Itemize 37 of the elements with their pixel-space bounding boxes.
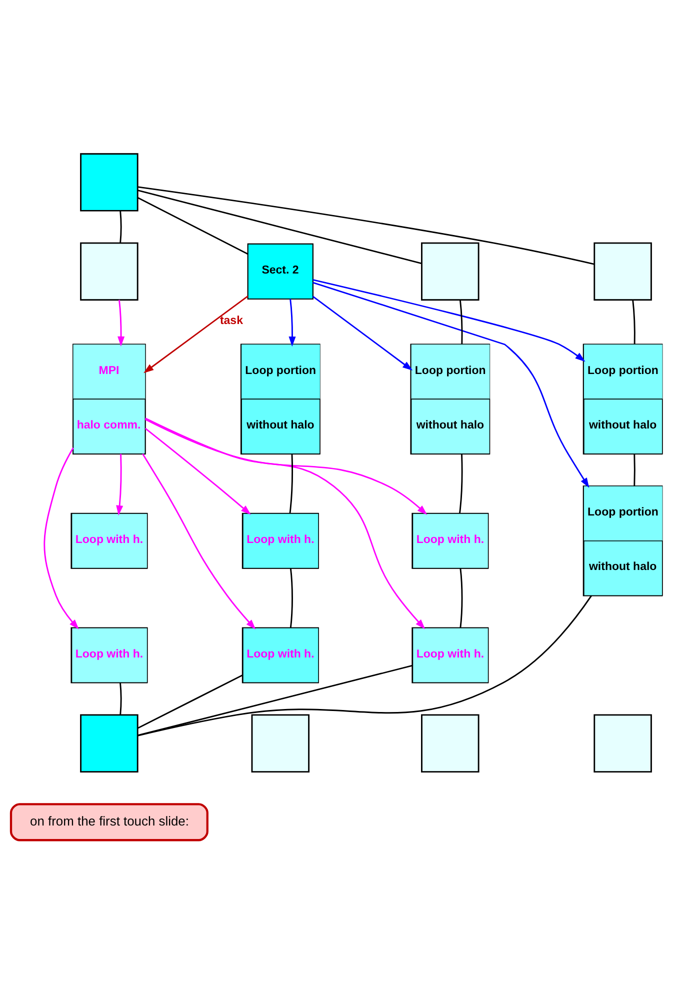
arrow: [312, 296, 413, 371]
connector: [120, 210, 122, 243]
node-box: on from the first touch slide:: [10, 803, 208, 842]
node-box: [251, 714, 310, 772]
connector: [138, 664, 413, 736]
connector: [138, 674, 243, 729]
arrow: [144, 296, 248, 374]
node-box: [421, 242, 480, 301]
node-box: [80, 242, 138, 301]
arrow: [44, 448, 79, 630]
arrow: [116, 454, 124, 516]
arrow: [142, 454, 256, 630]
arrow: [312, 282, 590, 488]
node-box: [80, 714, 138, 772]
arrow: [145, 418, 426, 630]
connector: [632, 300, 636, 344]
connector: [137, 196, 248, 255]
connector: [459, 300, 463, 344]
arrow: [312, 279, 586, 362]
connector: [138, 190, 422, 264]
connector: [290, 568, 293, 628]
arrow: [118, 300, 125, 347]
arrow: [144, 418, 428, 515]
arrow: [288, 298, 296, 347]
connector: [120, 682, 122, 715]
node-box: [80, 153, 138, 212]
connector: [138, 186, 594, 265]
connector: [459, 454, 463, 514]
node-box: [421, 714, 480, 772]
edge-label: task: [220, 315, 243, 328]
connector: [137, 595, 592, 736]
connector: [460, 568, 463, 628]
arrow: [144, 428, 251, 515]
connector: [634, 454, 636, 486]
connector: [289, 454, 293, 514]
node-box: [594, 714, 652, 772]
node-box: [594, 242, 652, 301]
